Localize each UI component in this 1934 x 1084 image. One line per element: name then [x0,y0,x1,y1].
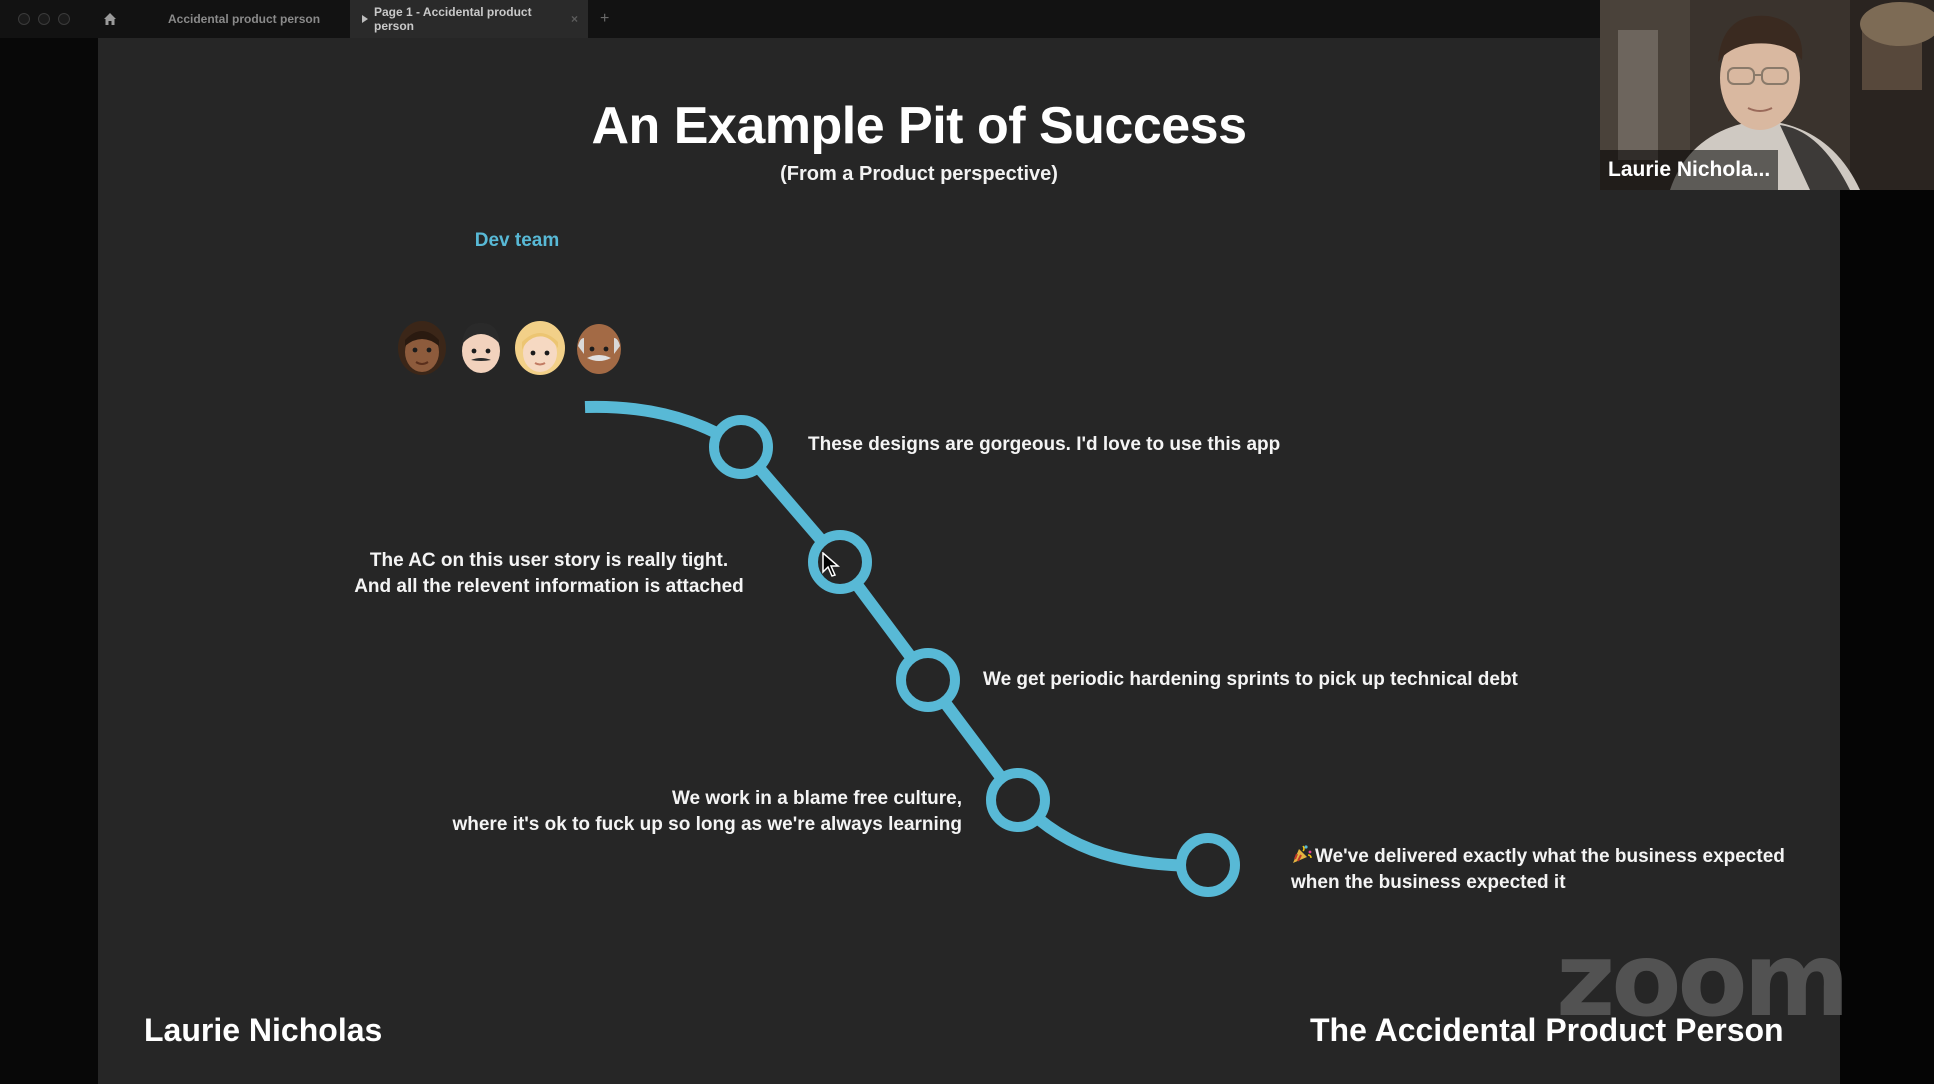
man-light-skin-avatar [462,322,500,373]
tab-accidental-product-person[interactable]: Accidental product person [140,0,350,38]
tab-label: Page 1 - Accidental product person [374,5,532,33]
caption-delivered: We've delivered exactly what the busines… [1291,843,1785,896]
caption-line: And all the relevent information is atta… [354,576,744,597]
dev-team-avatars [395,318,626,376]
party-popper-icon [1293,845,1312,863]
caption-line: We get periodic hardening sprints to pic… [983,669,1518,690]
woman-dark-skin-avatar [398,321,446,375]
caption-line: The AC on this user story is really tigh… [369,550,729,571]
tab-label: Accidental product person [168,12,321,26]
maximize-window-button[interactable] [58,13,70,25]
caption-line: where it's ok to fuck up so long as we'r… [452,814,962,835]
older-man-avatar [577,324,621,374]
close-window-button[interactable] [18,13,30,25]
caption-blame-free: We work in a blame free culture, where i… [400,786,962,838]
right-panel [1840,38,1934,1084]
caption-designs: These designs are gorgeous. I'd love to … [808,432,1280,458]
home-icon[interactable] [102,11,118,27]
slide-subtitle: (From a Product perspective) [780,163,1058,185]
zoom-watermark-logo: zoom [1556,921,1850,1040]
cursor-icon [822,552,840,577]
slide-title: An Example Pit of Success [591,97,1247,155]
plus-icon[interactable]: + [600,10,610,27]
dev-team-label: Dev team [474,230,560,251]
play-icon [362,15,368,23]
woman-blonde-avatar [515,321,565,375]
caption-hardening-sprints: We get periodic hardening sprints to pic… [983,667,1518,693]
presenter-name: Laurie Nicholas [144,1012,383,1048]
left-panel [0,38,98,1084]
talk-title: The Accidental Product Person [1310,1012,1784,1048]
caption-line: These designs are gorgeous. I'd love to … [808,434,1281,455]
window-controls [18,13,70,25]
caption-line: when the business expected it [1291,872,1566,893]
participant-name-label: Laurie Nichola... [1600,150,1779,190]
minimize-window-button[interactable] [38,13,50,25]
caption-line: We work in a blame free culture, [671,788,962,809]
tab-page-1[interactable]: Page 1 - Accidental product person × [350,0,588,38]
close-icon[interactable]: × [570,12,578,26]
caption-acceptance-criteria: The AC on this user story is really tigh… [330,548,768,600]
caption-line: We've delivered exactly what the busines… [1315,846,1785,867]
